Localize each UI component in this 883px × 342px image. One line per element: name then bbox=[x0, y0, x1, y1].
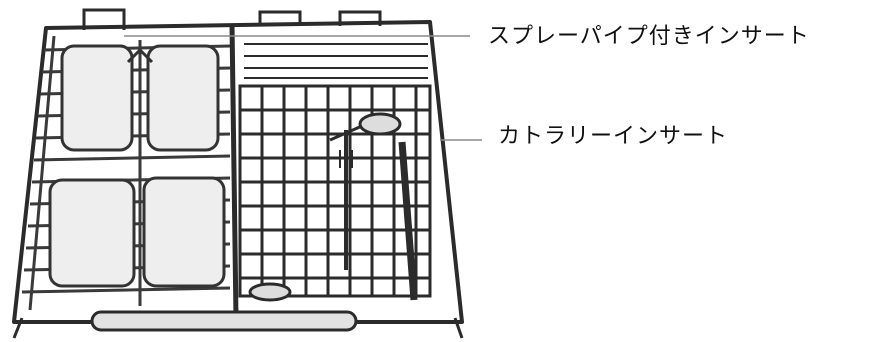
top-handles bbox=[82, 8, 382, 30]
cutlery-insert-label: カトラリーインサート bbox=[498, 124, 729, 149]
bottom-rail bbox=[90, 310, 358, 332]
container-bottom-left bbox=[48, 178, 136, 288]
spray-pipe-insert bbox=[48, 44, 226, 288]
container-bottom-right bbox=[142, 176, 226, 288]
spoon-bottom bbox=[248, 282, 292, 302]
cutlery-items bbox=[248, 112, 418, 302]
container-top-left bbox=[60, 44, 134, 152]
spray-pipe-insert-label: スプレーパイプ付きインサート bbox=[488, 24, 810, 49]
cutlery-insert bbox=[238, 43, 432, 298]
spoon-head bbox=[358, 112, 402, 136]
container-top-right bbox=[146, 44, 220, 152]
knife bbox=[398, 141, 418, 301]
basket-frame bbox=[12, 20, 464, 339]
